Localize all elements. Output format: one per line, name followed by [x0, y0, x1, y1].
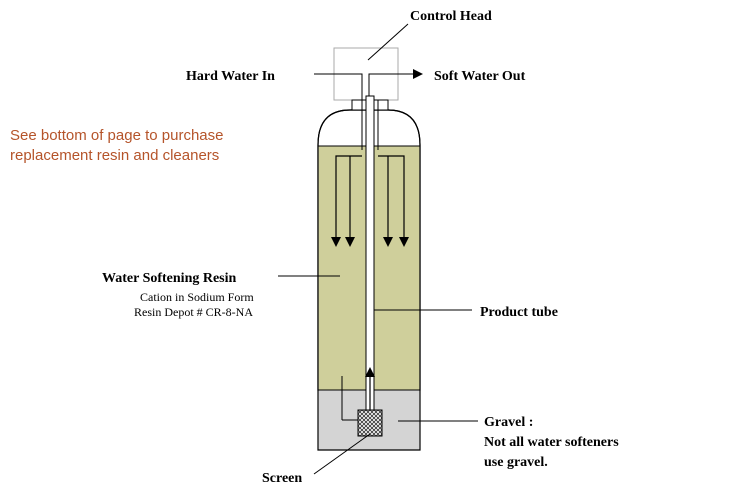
distribution-right [378, 155, 409, 247]
gravel-label: Gravel : [484, 415, 533, 430]
gravel-note-line2: use gravel. [484, 455, 548, 470]
screen-label: Screen [262, 471, 302, 486]
resin-sub-line1: Cation in Sodium Form [140, 290, 254, 304]
distribution-left [331, 155, 362, 247]
hard-water-in-path [314, 73, 363, 100]
resin-label: Water Softening Resin [102, 271, 237, 286]
hard-water-in-label: Hard Water In [186, 69, 275, 84]
control-head-label: Control Head [410, 9, 492, 24]
soft-water-out-label: Soft Water Out [434, 69, 526, 84]
control-head-pointer [367, 23, 409, 61]
gravel-note-line1: Not all water softeners [484, 435, 619, 450]
product-tube-label: Product tube [480, 305, 558, 320]
soft-water-out-path [368, 69, 423, 100]
screen-pointer [313, 433, 371, 475]
purchase-note-line1[interactable]: See bottom of page to purchase [10, 127, 223, 144]
screen [357, 409, 383, 437]
resin-sub-line2: Resin Depot # CR-8-NA [134, 305, 253, 319]
product-tube [365, 95, 375, 415]
purchase-note-line2[interactable]: replacement resin and cleaners [10, 147, 219, 164]
